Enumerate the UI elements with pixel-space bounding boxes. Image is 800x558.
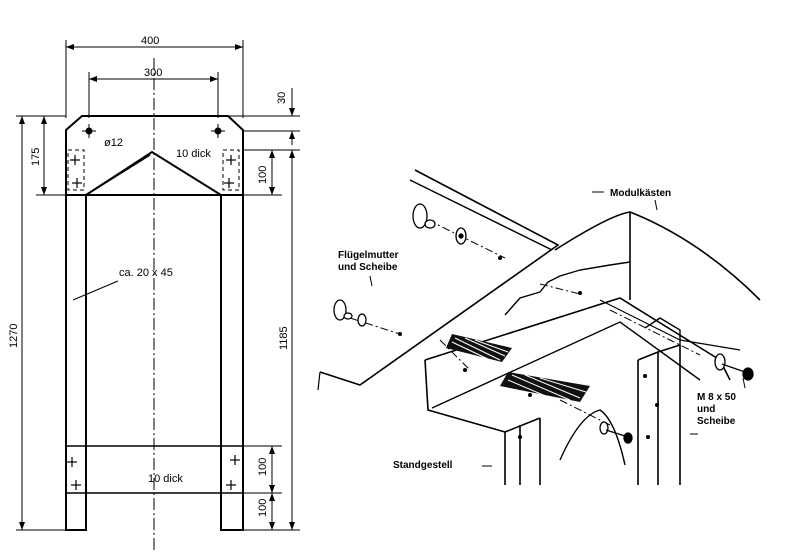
dim-175: 175 (30, 148, 42, 166)
label-stand: Standgestell (393, 460, 453, 471)
assembly-perspective: Modulkästen Flügelmutter und Scheibe M 8… (317, 169, 761, 485)
bottom-thickness-label: 10 dick (148, 473, 183, 485)
label-module-boxes: Modulkästen (610, 188, 671, 199)
felt-strip-lower (500, 372, 590, 402)
top-thickness-label: 10 dick (176, 148, 211, 160)
bolt-lower (599, 421, 633, 444)
top-board-chevron (66, 150, 243, 196)
module-box-upper (319, 169, 560, 386)
dim-1185: 1185 (278, 326, 290, 350)
module-box-lower (554, 211, 761, 301)
bolt-right (714, 353, 754, 381)
stand-front-view: 400 300 30 175 1270 100 1 (8, 35, 300, 550)
stand-leg-right (637, 344, 681, 485)
label-wing-nut: Flügelmutter (338, 250, 399, 261)
rail-section-label: ca. 20 x 45 (119, 267, 173, 279)
label-bolt-and: und (697, 404, 715, 415)
wing-nut-lower (333, 299, 367, 327)
label-bolt-washer: Scheibe (697, 416, 736, 427)
stand-leg-front (504, 417, 541, 485)
wing-nut-upper (412, 203, 467, 245)
dim-100-mid: 100 (257, 458, 269, 476)
dim-100-top: 100 (257, 166, 269, 184)
dim-400: 400 (141, 35, 159, 47)
label-bolt: M 8 x 50 (697, 392, 736, 403)
dim-1270: 1270 (8, 324, 20, 348)
hole-label: ø12 (104, 137, 123, 149)
dim-30: 30 (276, 92, 288, 104)
label-wing-nut-washer: und Scheibe (338, 262, 398, 273)
dim-300: 300 (144, 67, 162, 79)
dim-100-bottom: 100 (257, 499, 269, 517)
felt-strip-upper (446, 334, 512, 362)
